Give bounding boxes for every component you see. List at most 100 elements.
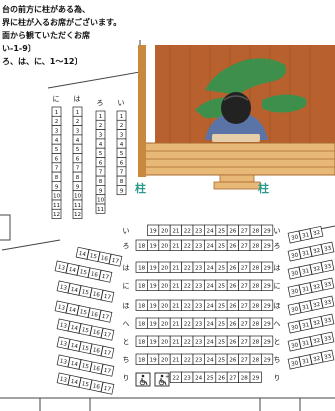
right-wing-seat[interactable]: 32 [309, 279, 324, 293]
left-wing-seat[interactable]: 15 [86, 249, 101, 263]
center-seat[interactable]: 25 [215, 224, 228, 236]
side-seat[interactable]: 1 [51, 106, 62, 117]
center-seat[interactable]: 27 [238, 279, 251, 291]
center-seat[interactable]: 23 [192, 279, 205, 291]
center-seat[interactable]: 19 [147, 239, 160, 251]
right-wing-seat[interactable]: 32 [309, 297, 324, 311]
center-seat[interactable]: 26 [226, 299, 239, 311]
center-seat[interactable]: 18 [135, 239, 148, 251]
side-seat[interactable]: 8 [95, 175, 106, 186]
center-seat[interactable]: 18 [135, 299, 148, 311]
center-seat[interactable]: 27 [238, 299, 251, 311]
side-seat[interactable]: 2 [51, 115, 62, 126]
center-seat[interactable]: 26 [226, 224, 239, 236]
center-seat[interactable]: 29 [261, 335, 274, 347]
right-wing-seat[interactable]: 32 [309, 333, 324, 347]
right-wing-seat[interactable]: 30 [287, 356, 302, 370]
center-seat[interactable]: 28 [249, 224, 262, 236]
right-wing-seat[interactable]: 31 [298, 282, 313, 296]
side-seat[interactable]: 11 [51, 199, 62, 210]
side-seat[interactable]: 11 [72, 199, 83, 210]
right-wing-seat[interactable]: 30 [287, 266, 302, 280]
center-seat[interactable]: 25 [215, 317, 228, 329]
side-seat[interactable]: 5 [95, 147, 106, 158]
side-seat[interactable]: 3 [72, 125, 83, 136]
left-wing-seat[interactable]: 16 [89, 325, 104, 339]
side-seat[interactable]: 12 [72, 208, 83, 219]
side-seat[interactable]: 4 [51, 134, 62, 145]
center-seat[interactable]: 22 [181, 261, 194, 273]
left-wing-seat[interactable]: 13 [56, 336, 71, 350]
center-seat[interactable]: 23 [192, 261, 205, 273]
side-seat[interactable]: 12 [51, 208, 62, 219]
center-seat[interactable]: 27 [226, 371, 239, 383]
side-seat[interactable]: 8 [72, 171, 83, 182]
center-seat[interactable]: 20 [158, 239, 171, 251]
left-wing-seat[interactable]: 14 [67, 320, 82, 334]
left-wing-seat[interactable]: 17 [98, 269, 113, 283]
right-wing-seat[interactable]: 30 [287, 302, 302, 316]
side-seat[interactable]: 8 [116, 175, 127, 186]
center-seat[interactable]: 28 [249, 353, 262, 365]
left-wing-seat[interactable]: 16 [89, 361, 104, 375]
side-seat[interactable]: 5 [51, 143, 62, 154]
center-seat[interactable]: 29 [261, 299, 274, 311]
center-seat[interactable]: 28 [249, 299, 262, 311]
side-seat[interactable]: 11 [95, 203, 106, 214]
side-seat[interactable]: 4 [95, 138, 106, 149]
left-wing-seat[interactable]: 14 [67, 356, 82, 370]
side-seat[interactable]: 1 [72, 106, 83, 117]
right-wing-seat[interactable]: 32 [309, 351, 324, 365]
center-seat[interactable]: 19 [147, 299, 160, 311]
center-seat[interactable]: 23 [192, 224, 205, 236]
right-wing-seat[interactable]: 31 [298, 246, 313, 260]
right-wing-seat[interactable]: 30 [287, 338, 302, 352]
left-wing-seat[interactable]: 15 [76, 305, 91, 319]
side-seat[interactable]: 9 [95, 185, 106, 196]
center-seat[interactable]: 28 [249, 317, 262, 329]
right-wing-seat[interactable]: 31 [298, 318, 313, 332]
center-seat[interactable]: 24 [204, 299, 217, 311]
left-wing-seat[interactable]: 15 [76, 265, 91, 279]
left-wing-seat[interactable]: 16 [97, 251, 112, 265]
center-seat[interactable]: 25 [215, 299, 228, 311]
left-wing-seat[interactable]: 17 [100, 289, 115, 303]
side-seat[interactable]: 6 [95, 157, 106, 168]
center-seat[interactable]: 24 [204, 224, 217, 236]
right-wing-seat[interactable]: 31 [298, 354, 313, 368]
center-seat[interactable]: 23 [192, 335, 205, 347]
side-seat[interactable]: 7 [95, 166, 106, 177]
left-wing-seat[interactable]: 16 [89, 343, 104, 357]
right-wing-seat[interactable]: 30 [287, 248, 302, 262]
center-seat[interactable]: 22 [181, 239, 194, 251]
side-seat[interactable]: 6 [72, 153, 83, 164]
center-seat[interactable]: 24 [204, 335, 217, 347]
center-seat[interactable]: 27 [238, 353, 251, 365]
center-seat[interactable]: 25 [215, 335, 228, 347]
center-seat[interactable]: 25 [215, 279, 228, 291]
right-wing-seat[interactable]: 31 [298, 300, 313, 314]
center-seat[interactable]: 24 [204, 261, 217, 273]
left-wing-seat[interactable]: 14 [65, 302, 80, 316]
side-seat[interactable]: 5 [116, 147, 127, 158]
center-seat[interactable]: 19 [147, 335, 160, 347]
center-seat[interactable]: 29 [261, 261, 274, 273]
center-seat[interactable]: 25 [215, 239, 228, 251]
center-seat[interactable]: 22 [181, 353, 194, 365]
center-seat[interactable]: 23 [192, 239, 205, 251]
center-seat[interactable]: 24 [204, 279, 217, 291]
side-seat[interactable]: 6 [116, 157, 127, 168]
center-seat[interactable]: 26 [226, 335, 239, 347]
center-seat[interactable]: 22 [181, 224, 194, 236]
center-seat[interactable]: 25 [215, 353, 228, 365]
center-seat[interactable]: 27 [238, 261, 251, 273]
center-seat[interactable]: 24 [204, 239, 217, 251]
center-seat[interactable]: 23 [192, 299, 205, 311]
center-seat[interactable]: 20 [158, 299, 171, 311]
side-seat[interactable]: 9 [116, 185, 127, 196]
right-wing-seat[interactable]: 30 [287, 284, 302, 298]
left-wing-seat[interactable]: 13 [56, 280, 71, 294]
right-wing-seat[interactable]: 33 [320, 295, 335, 309]
center-seat[interactable]: 21 [169, 353, 182, 365]
center-seat[interactable]: 27 [238, 317, 251, 329]
